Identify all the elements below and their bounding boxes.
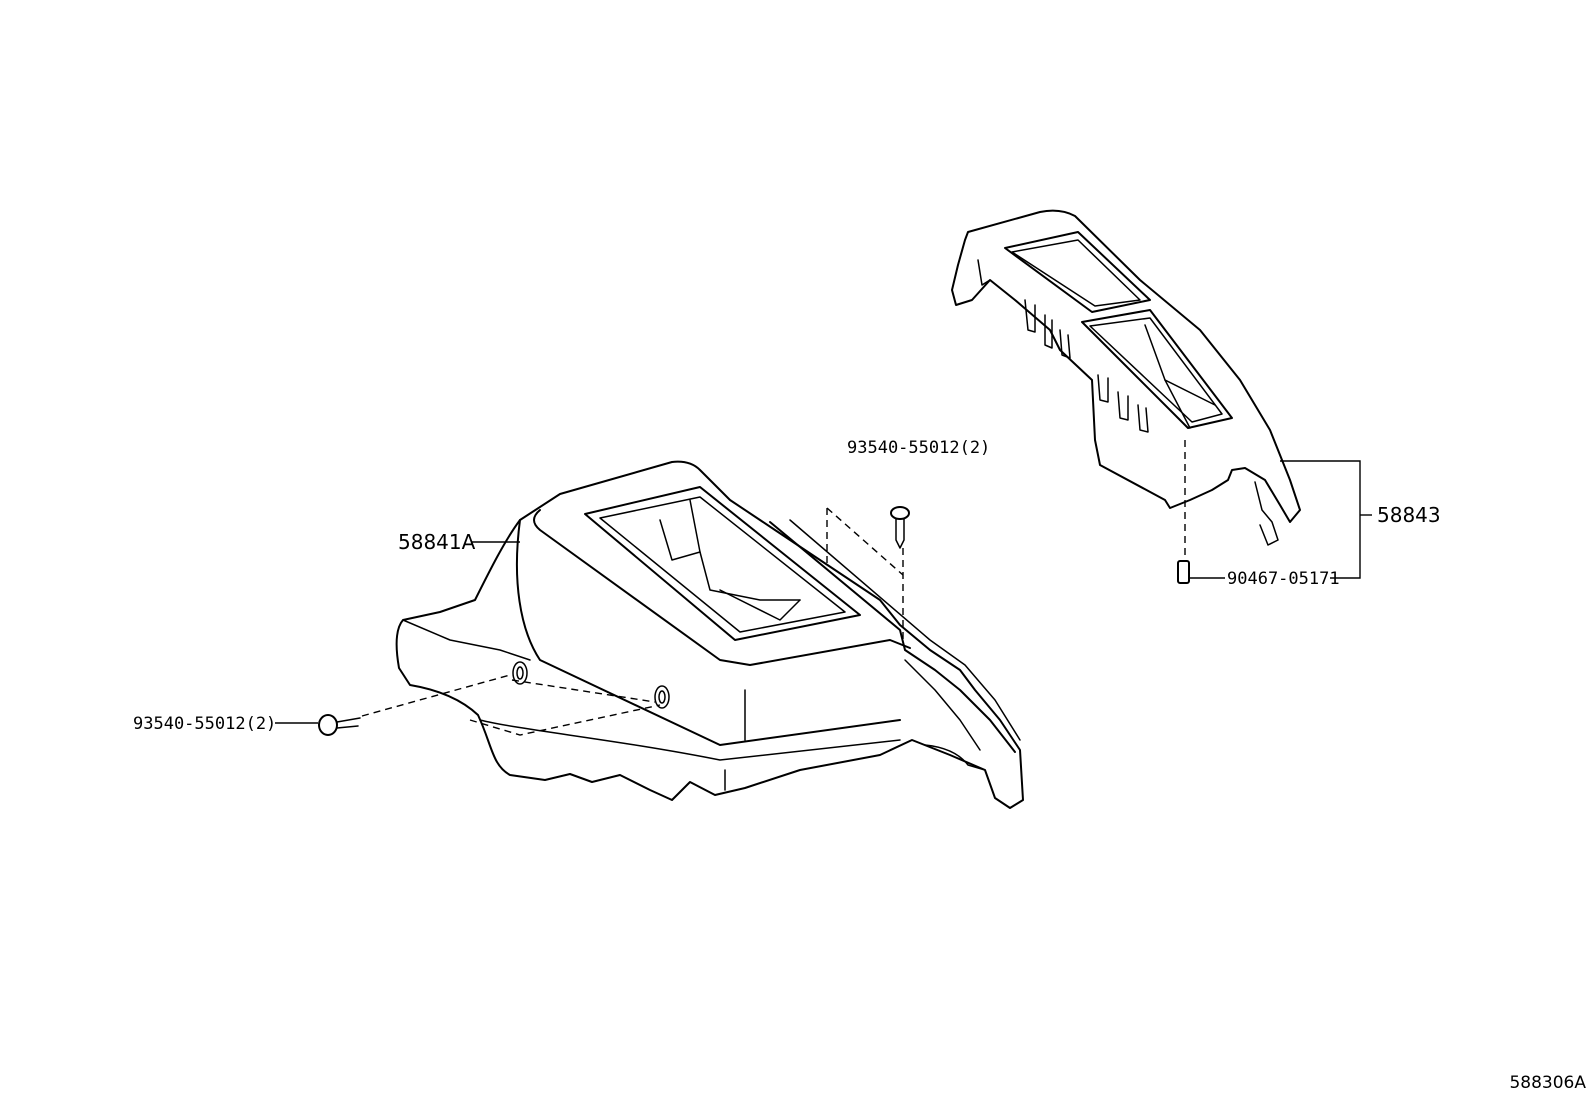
callout-screw-top: 93540-55012(2) — [847, 438, 990, 458]
diagram-reference-code: 588306A — [1509, 1073, 1586, 1093]
clip-drawing — [1177, 560, 1190, 584]
screw-top-drawing — [890, 506, 910, 549]
callout-clip: 90467-05171 — [1227, 569, 1340, 589]
callout-console-box: 58841A — [398, 530, 476, 554]
leader-lines — [275, 460, 1372, 724]
callout-screw-left: 93540-55012(2) — [133, 714, 276, 734]
screw-left-drawing — [318, 714, 361, 736]
callout-panel: 58843 — [1377, 503, 1441, 527]
console-box-drawing — [395, 460, 1024, 809]
panel-drawing — [951, 209, 1301, 546]
assembly-lines — [361, 440, 1186, 736]
